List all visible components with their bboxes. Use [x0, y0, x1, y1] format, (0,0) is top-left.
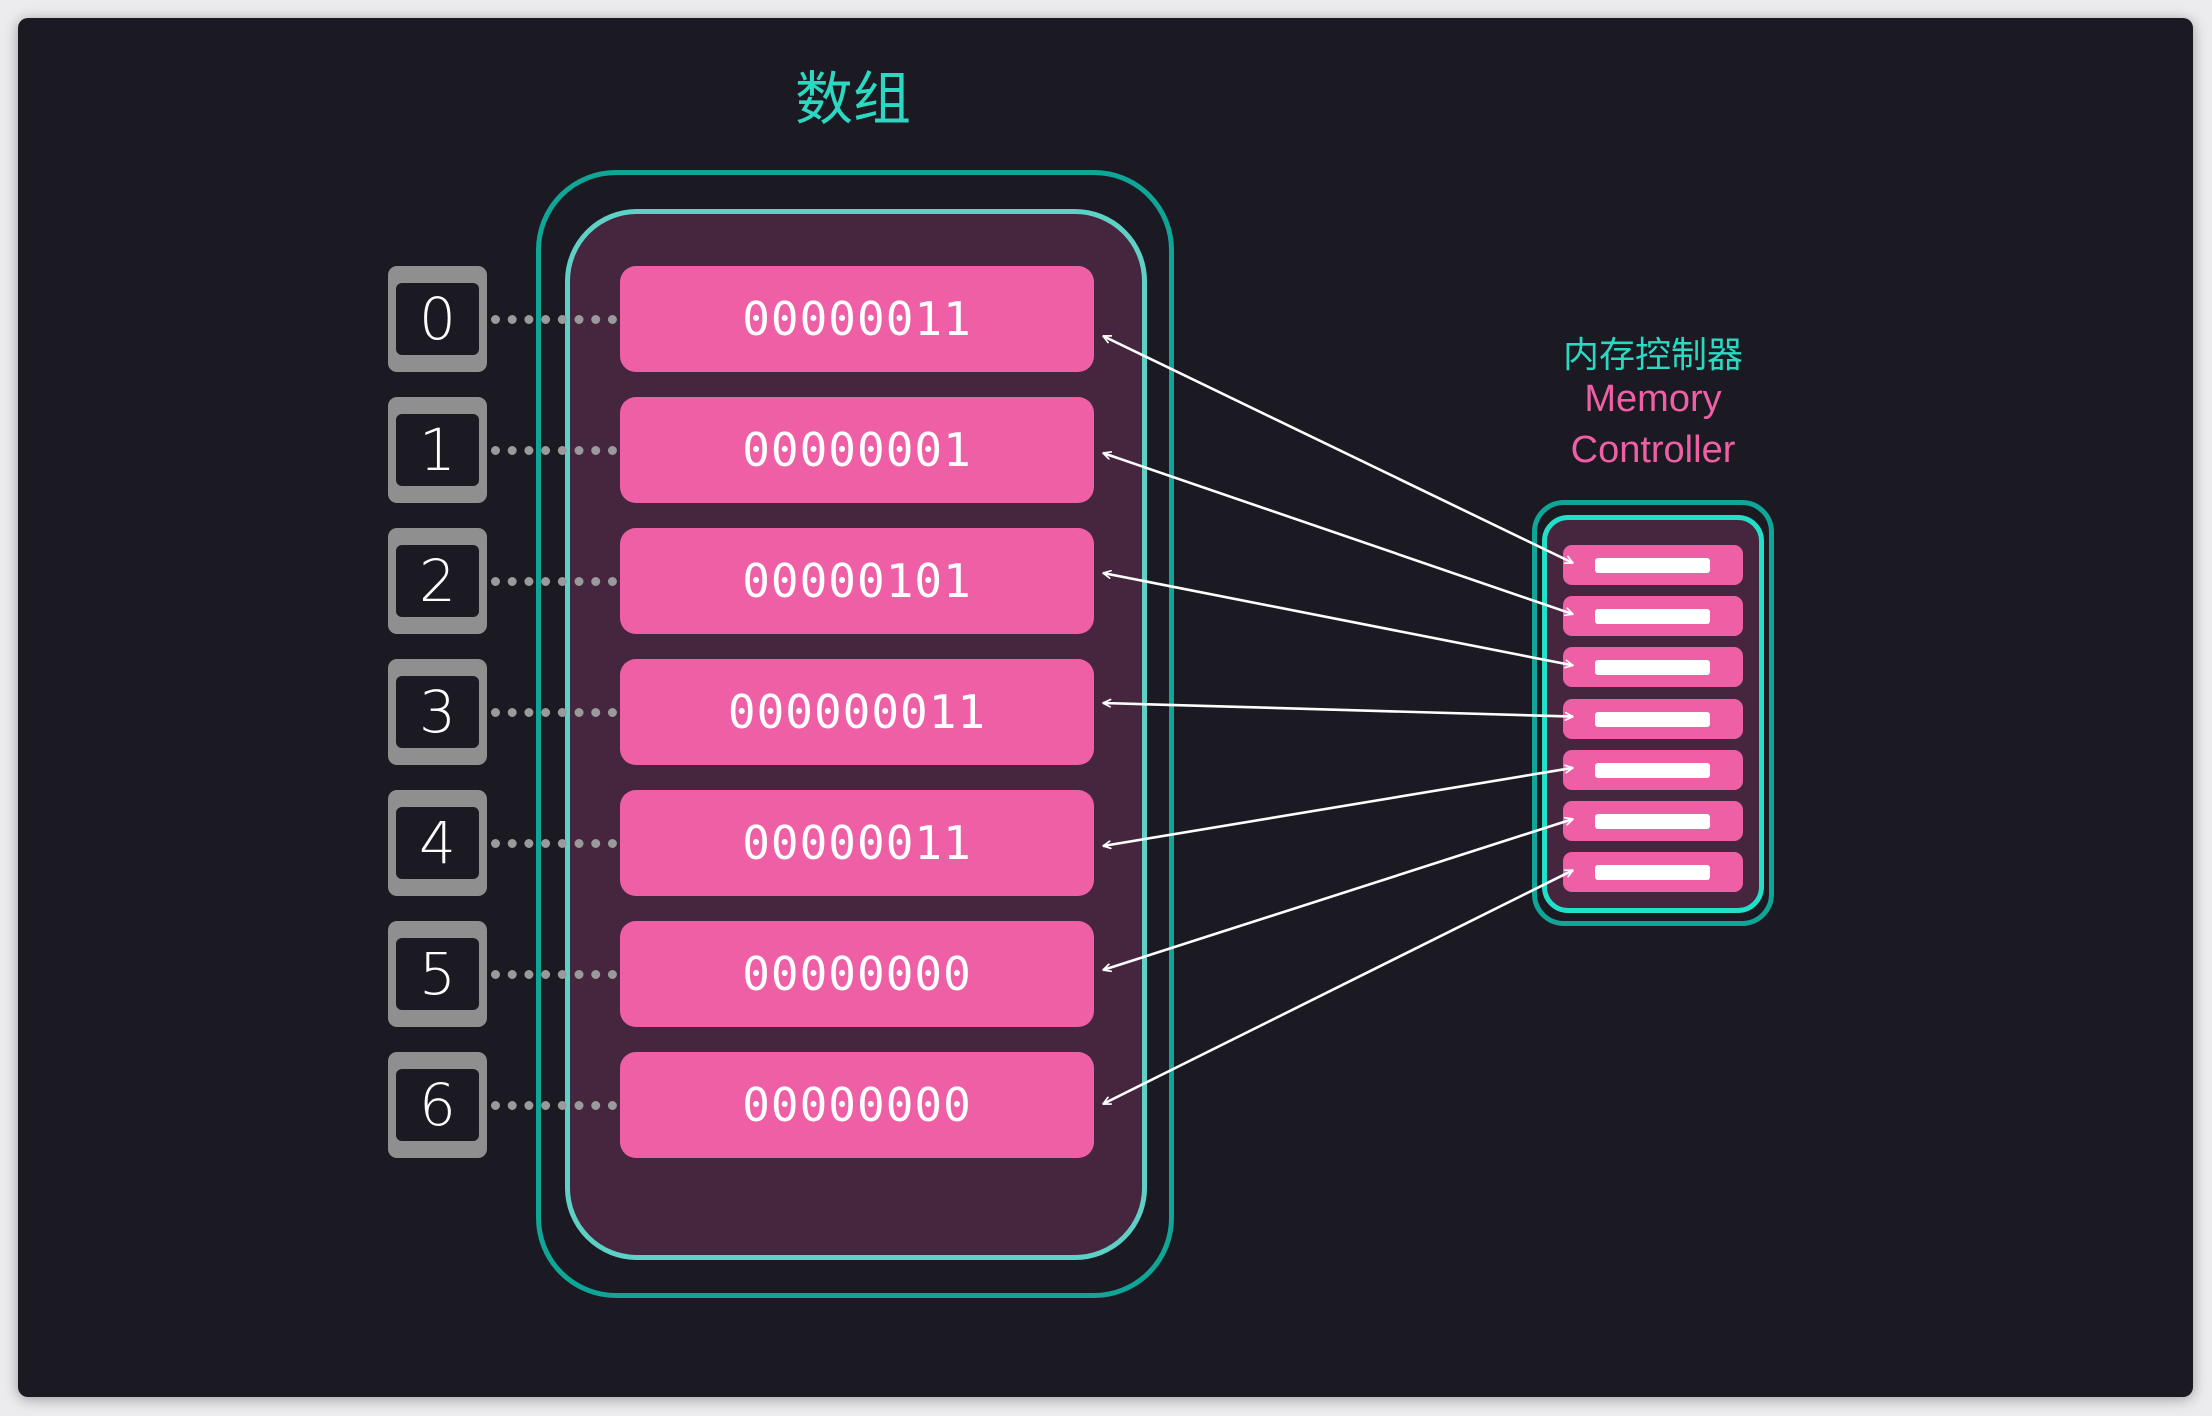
- connection-arrow: [1103, 573, 1573, 665]
- index-label: 3: [396, 676, 479, 748]
- index-label: 1: [396, 414, 479, 486]
- index-label: 4: [396, 807, 479, 879]
- array-cell: 00000011: [620, 266, 1094, 372]
- connection-arrow: [1103, 819, 1573, 970]
- memory-slot-marker: [1595, 660, 1710, 676]
- memory-slot-marker: [1595, 865, 1710, 881]
- memory-slot-marker: [1595, 558, 1710, 573]
- index-box: 6: [388, 1052, 487, 1158]
- connection-arrow: [1103, 453, 1573, 614]
- array-title: 数组: [0, 52, 2212, 136]
- memory-slot-marker: [1595, 762, 1710, 778]
- array-cell: 000000011: [620, 659, 1094, 765]
- index-connector: [491, 839, 617, 848]
- memory-slot: [1563, 596, 1743, 637]
- connection-arrow: [1103, 768, 1573, 846]
- connection-arrow: [1103, 703, 1573, 717]
- memory-slot: [1563, 749, 1743, 790]
- index-label: 0: [396, 283, 479, 355]
- memory-slot: [1563, 801, 1743, 841]
- index-box: 1: [388, 397, 487, 503]
- array-cell: 00000000: [620, 921, 1094, 1027]
- memory-slot: [1563, 852, 1743, 893]
- index-box: 5: [388, 921, 487, 1027]
- index-connector: [491, 577, 617, 586]
- index-box: 4: [388, 790, 487, 896]
- index-label: 6: [396, 1069, 479, 1141]
- memory-slot-marker: [1595, 711, 1710, 727]
- array-cell: 00000000: [620, 1052, 1094, 1158]
- memory-slot-marker: [1595, 609, 1710, 625]
- index-connector: [491, 970, 617, 979]
- memory-slot-marker: [1595, 814, 1710, 829]
- index-connector: [491, 1101, 617, 1110]
- array-cell: 00000001: [620, 397, 1094, 503]
- index-connector: [491, 446, 617, 455]
- memory-slot: [1563, 545, 1743, 585]
- array-cell: 00000101: [620, 528, 1094, 634]
- memory-slot: [1563, 647, 1743, 688]
- index-connector: [491, 315, 617, 324]
- memory-controller-label-en-2: Controller: [1570, 429, 1736, 471]
- connection-arrow: [1103, 869, 1573, 1106]
- index-box: 2: [388, 528, 487, 634]
- memory-controller-label-en-1: Memory: [1584, 378, 1722, 420]
- array-outer-border: [536, 170, 1174, 1298]
- index-label: 5: [396, 938, 479, 1010]
- index-connector: [491, 708, 617, 717]
- index-label: 2: [396, 545, 479, 617]
- connection-arrow: [1103, 334, 1573, 565]
- memory-slot: [1563, 698, 1743, 739]
- index-box: 0: [388, 266, 487, 372]
- array-title-text: 数组: [794, 65, 911, 133]
- array-cell: 00000011: [620, 790, 1094, 896]
- memory-controller-label-zh: 内存控制器: [1562, 335, 1743, 376]
- index-box: 3: [388, 659, 487, 765]
